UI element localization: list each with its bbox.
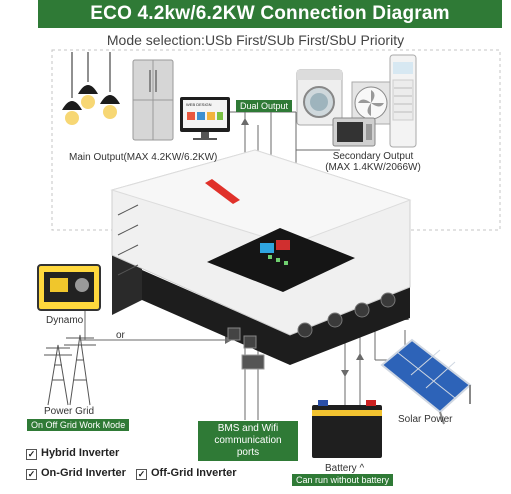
- bms-wifi-line2: communication ports: [214, 435, 282, 458]
- can-run-without-battery-tag: Can run without battery: [292, 474, 394, 486]
- washing-machine-icon: [296, 69, 343, 126]
- mode-selection-subtitle: Mode selection:USb First/SUb First/SbU P…: [106, 32, 405, 48]
- bms-wifi-box: BMS and Wifi communication ports: [198, 421, 298, 461]
- checklist-item-hybrid: ✓ Hybrid Inverter: [26, 447, 119, 460]
- power-grid-label: Power Grid: [44, 406, 95, 417]
- or-label: or: [116, 330, 125, 341]
- secondary-output-title: Secondary Output: [332, 151, 414, 162]
- air-conditioner-icon: [389, 54, 417, 148]
- checklist-label: Hybrid Inverter: [41, 447, 120, 459]
- checkbox-checked-icon: ✓: [26, 449, 37, 460]
- power-pylon-icon: [44, 334, 96, 406]
- pendant-lamps-icon: [62, 52, 120, 125]
- checkbox-checked-icon: ✓: [136, 469, 147, 480]
- generator-icon: [37, 264, 101, 311]
- web-design-text: WEB DESIGN: [186, 102, 212, 107]
- computer-monitor-icon: [180, 97, 230, 140]
- checklist-label: Off-Grid Inverter: [151, 467, 237, 479]
- checklist-item-on-grid: ✓ On-Grid Inverter: [26, 467, 126, 480]
- bms-wifi-line1: BMS and Wifi: [217, 423, 279, 434]
- checklist-item-off-grid: ✓ Off-Grid Inverter: [136, 467, 237, 480]
- battery-label: Battery ^: [325, 463, 365, 474]
- dynamo-label: Dynamo: [46, 315, 84, 326]
- checklist-label: On-Grid Inverter: [41, 467, 126, 479]
- dual-output-tag: Dual Output: [236, 100, 293, 112]
- on-off-grid-tag: On Off Grid Work Mode: [27, 419, 130, 431]
- solar-panel-icon: [380, 338, 472, 425]
- refrigerator-icon: [132, 59, 174, 141]
- battery-icon: [312, 400, 382, 458]
- microwave-icon: [332, 117, 376, 147]
- title-banner: ECO 4.2kw/6.2KW Connection Diagram: [38, 0, 502, 28]
- secondary-output-max: (MAX 1.4KW/2066W): [325, 162, 421, 173]
- solar-power-label: Solar Power: [398, 414, 453, 425]
- main-output-label: Main Output(MAX 4.2KW/6.2KW): [69, 152, 218, 163]
- checkbox-checked-icon: ✓: [26, 469, 37, 480]
- secondary-output-label: Secondary Output (MAX 1.4KW/2066W): [318, 151, 428, 173]
- inverter-unit-icon: [110, 149, 412, 370]
